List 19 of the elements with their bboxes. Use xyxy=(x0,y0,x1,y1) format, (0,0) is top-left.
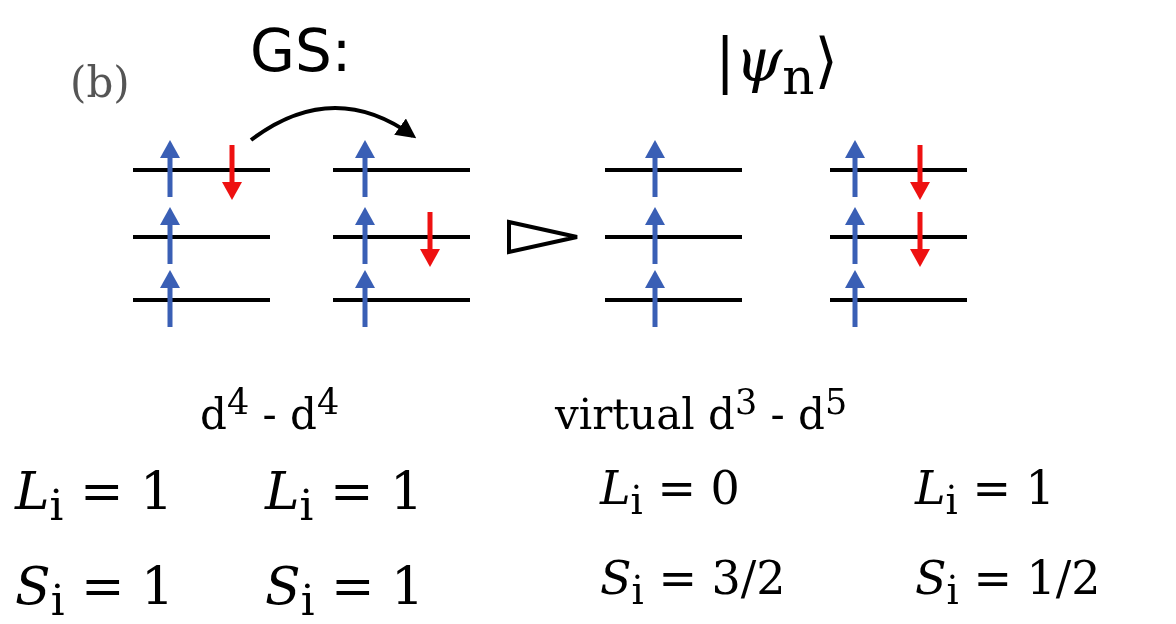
formula-text: S$_{i}$ = 1/2 xyxy=(915,555,1101,611)
ground-state-label: GS: xyxy=(250,22,352,80)
formula-text: S$_{i}$ = 1 xyxy=(15,560,175,623)
formula-text: S$_{i}$ = 1 xyxy=(265,560,425,623)
panel-label: (b) xyxy=(70,62,130,104)
formula-text: L$_{i}$ = 1 xyxy=(915,465,1055,521)
formula-text: L$_{i}$ = 1 xyxy=(265,465,424,528)
energy-level-drawing xyxy=(605,138,745,328)
energy-level-drawing xyxy=(333,138,473,328)
configuration-label: d$^{4}$ - d$^{4}$ xyxy=(200,385,340,436)
formula-text: S$_{i}$ = 3/2 xyxy=(600,555,786,611)
energy-level-drawing xyxy=(133,138,273,328)
state-label: |ψ$_{n}$⟩ xyxy=(715,30,838,102)
energy-level-drawing xyxy=(830,138,970,328)
arrow xyxy=(507,219,579,255)
configuration-label: virtual d$^{3}$ - d$^{5}$ xyxy=(555,385,848,436)
formula-text: L$_{i}$ = 1 xyxy=(15,465,174,528)
hopping-arrow xyxy=(249,106,417,142)
formula-text: L$_{i}$ = 0 xyxy=(600,465,740,521)
